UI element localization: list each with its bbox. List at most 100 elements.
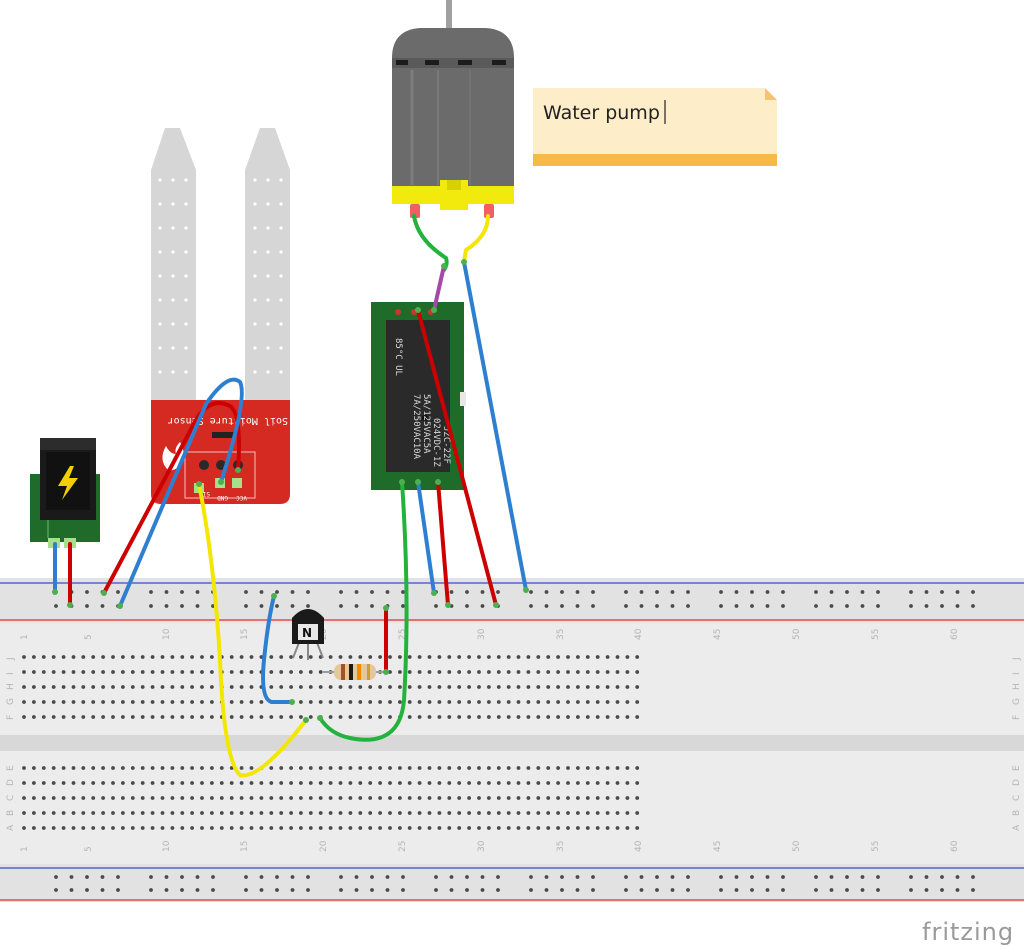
breadboard-hole — [496, 655, 501, 659]
breadboard-hole — [61, 826, 66, 830]
breadboard-hole — [22, 700, 26, 704]
breadboard-hole — [308, 670, 313, 674]
breadboard-hole — [170, 826, 175, 830]
breadboard-hole — [91, 826, 96, 830]
breadboard-hole — [348, 811, 353, 815]
breadboard-hole — [328, 700, 333, 704]
breadboard-hole — [546, 826, 551, 830]
breadboard-hole — [398, 670, 402, 674]
sensor-prong-dot — [184, 298, 188, 302]
breadboard-hole — [595, 826, 600, 830]
breadboard-hole — [516, 670, 521, 674]
breadboard-hole — [576, 781, 580, 785]
breadboard-hole — [140, 826, 145, 830]
breadboard-hole — [625, 685, 630, 689]
breadboard-hole — [358, 655, 363, 659]
breadboard-hole — [259, 796, 264, 800]
column-number: 50 — [792, 840, 802, 852]
breadboard-hole — [200, 826, 204, 830]
breadboard-hole — [546, 700, 551, 704]
breadboard-hole — [190, 670, 195, 674]
breadboard-hole — [318, 766, 323, 770]
breadboard-hole — [686, 590, 690, 594]
breadboard-hole — [407, 670, 412, 674]
resistor-icon — [322, 664, 386, 680]
breadboard-hole — [338, 826, 343, 830]
breadboard-hole — [546, 796, 551, 800]
breadboard-hole — [639, 604, 644, 608]
breadboard-hole — [180, 670, 185, 674]
sensor-prong-dot — [253, 298, 257, 302]
breadboard-hole — [437, 715, 442, 719]
breadboard-hole — [308, 655, 313, 659]
breadboard-hole — [229, 781, 234, 785]
breadboard-hole — [195, 888, 200, 892]
breadboard-hole — [750, 888, 754, 892]
breadboard-hole — [61, 811, 66, 815]
breadboard-hole — [467, 700, 471, 704]
breadboard-hole — [210, 670, 214, 674]
breadboard-hole — [71, 655, 76, 659]
row-letter: F — [1012, 715, 1022, 720]
breadboard-hole — [71, 826, 76, 830]
breadboard-hole — [140, 685, 145, 689]
wire-sensor-blue — [118, 377, 244, 608]
breadboard-hole — [467, 766, 471, 770]
breadboard-hole — [91, 715, 96, 719]
breadboard-hole — [398, 781, 402, 785]
column-number: 45 — [713, 841, 723, 852]
breadboard-hole — [526, 715, 531, 719]
breadboard-hole — [318, 781, 323, 785]
sensor-prong-dot — [253, 250, 257, 254]
breadboard-hole — [845, 604, 849, 608]
breadboard-hole — [449, 888, 454, 892]
breadboard-hole — [249, 781, 254, 785]
sensor-prong-dot — [158, 322, 162, 326]
breadboard-hole — [457, 796, 462, 800]
breadboard-hole — [244, 604, 248, 608]
sensor-prong-dot — [266, 178, 270, 182]
column-number: 30 — [477, 840, 487, 852]
breadboard-hole — [71, 811, 76, 815]
breadboard-hole — [615, 766, 620, 770]
breadboard-hole — [635, 715, 640, 719]
breadboard-hole — [229, 700, 234, 704]
breadboard-hole — [160, 655, 165, 659]
breadboard-hole — [358, 826, 363, 830]
breadboard-hole — [447, 796, 452, 800]
breadboard-hole — [407, 796, 412, 800]
breadboard-hole — [111, 796, 115, 800]
breadboard-hole — [398, 700, 402, 704]
breadboard-hole — [170, 766, 175, 770]
breadboard-hole — [101, 796, 105, 800]
breadboard-hole — [308, 766, 313, 770]
pump-body — [392, 28, 514, 188]
row-letter: E — [1012, 765, 1022, 771]
breadboard-hole — [71, 766, 76, 770]
breadboard-hole — [477, 811, 481, 815]
breadboard-hole — [457, 700, 462, 704]
column-number: 1 — [20, 846, 30, 852]
breadboard-hole — [546, 655, 551, 659]
breadboard-hole — [566, 685, 570, 689]
breadboard-hole — [971, 888, 975, 892]
row-letter: I — [6, 672, 16, 675]
wire-pump-yellow — [462, 214, 490, 264]
breadboard-hole — [635, 811, 640, 815]
breadboard-hole — [308, 811, 313, 815]
breadboard-hole — [591, 604, 595, 608]
breadboard-hole — [560, 604, 564, 608]
breadboard-hole — [971, 604, 975, 608]
sensor-prong-dot — [158, 178, 162, 182]
row-letter: G — [1012, 698, 1022, 705]
breadboard-hole — [370, 875, 374, 879]
breadboard-hole — [605, 796, 610, 800]
sensor-prong-dot — [171, 322, 175, 326]
breadboard-hole — [417, 715, 422, 719]
breadboard-hole — [624, 875, 628, 879]
breadboard-hole — [61, 766, 66, 770]
breadboard-hole — [338, 655, 343, 659]
breadboard-hole — [765, 875, 770, 879]
breadboard-hole — [299, 826, 303, 830]
sensor-prong-dot — [266, 346, 270, 350]
